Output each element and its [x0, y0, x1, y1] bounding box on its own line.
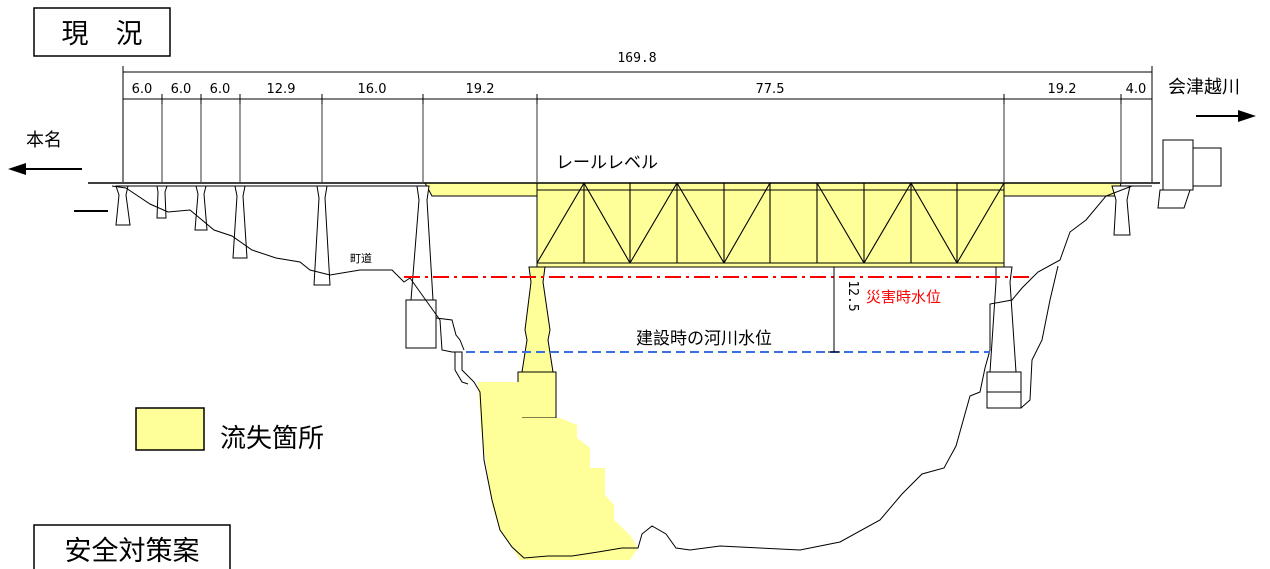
water-height-dimension: 12.5 — [845, 280, 860, 311]
span-label-6: 19.2 — [466, 82, 495, 97]
dimension-total: 169.8 — [617, 51, 656, 66]
ground-profile — [74, 185, 1133, 560]
heading-safety-box — [33, 524, 231, 569]
span-label-4: 12.9 — [267, 82, 296, 97]
span-label-9: 4.0 — [1126, 82, 1147, 97]
road-label: 町道 — [350, 251, 372, 265]
span-labels: 6.0 6.0 6.0 12.9 16.0 19.2 77.5 19.2 4.0 — [132, 82, 1147, 97]
legend-swatch — [135, 407, 205, 451]
pier-extension-lines — [161, 99, 1122, 182]
heading-safety: 安全対策案 — [65, 536, 200, 567]
heading-current-box — [33, 7, 171, 57]
span-label-8: 19.2 — [1048, 82, 1077, 97]
right-abutment — [1111, 139, 1222, 236]
main-piers — [517, 266, 1022, 419]
truss — [536, 182, 1005, 264]
heading-current: 現 況 — [62, 19, 143, 50]
washed-out-girders — [424, 182, 1122, 268]
left-arrow-icon — [8, 163, 82, 175]
right-arrow-icon — [1196, 110, 1256, 122]
span-label-2: 6.0 — [171, 82, 192, 97]
span-label-7: 77.5 — [756, 82, 785, 97]
rail-level-label: レールレベル — [556, 153, 658, 173]
span-label-1: 6.0 — [132, 82, 153, 97]
direction-right-label: 会津越川 — [1168, 77, 1240, 98]
direction-left-label: 本名 — [26, 130, 62, 151]
span-label-3: 6.0 — [210, 82, 231, 97]
span-label-5: 16.0 — [358, 82, 387, 97]
disaster-water-label: 災害時水位 — [866, 288, 941, 306]
legend-washed-out-label: 流失箇所 — [220, 424, 324, 454]
construction-water-label: 建設時の河川水位 — [636, 329, 772, 349]
approach-piers — [115, 185, 437, 349]
